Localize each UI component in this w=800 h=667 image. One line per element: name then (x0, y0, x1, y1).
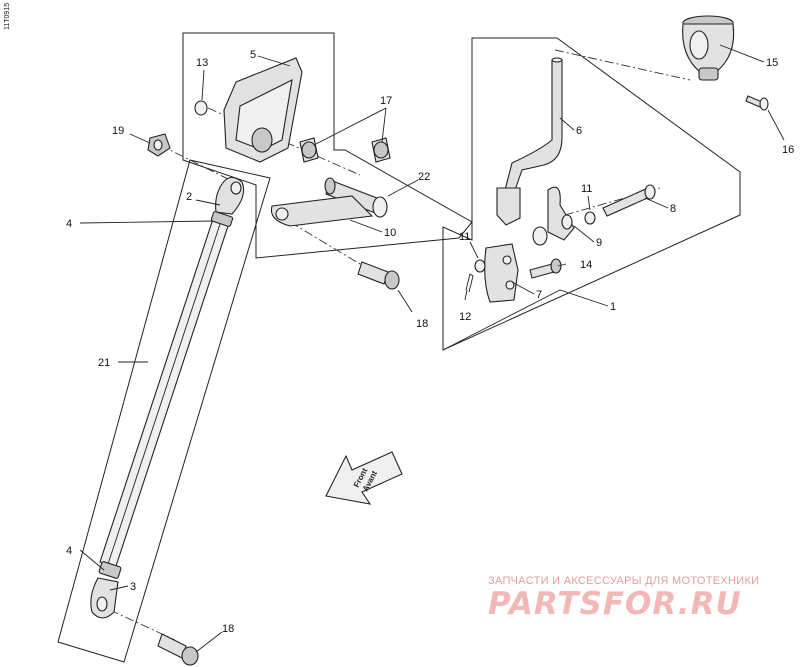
flange-nut-left (299, 137, 319, 163)
callout-5: 5 (250, 49, 256, 61)
callout-16: 16 (782, 144, 794, 156)
callout-18-lower: 18 (222, 623, 234, 635)
assembly-line-bracket (207, 107, 361, 176)
assembly-line-knob (554, 49, 691, 81)
callout-8: 8 (670, 203, 676, 215)
callout-19: 19 (112, 125, 124, 137)
callout-14: 14 (580, 259, 592, 271)
callout-7: 7 (536, 289, 542, 301)
cotter-pin (465, 273, 474, 293)
pivot-pin (602, 184, 656, 217)
jam-nut-lower (98, 561, 122, 579)
pivot-shaft (324, 177, 388, 218)
detent-plate (532, 186, 575, 246)
callout-22: 22 (418, 171, 430, 183)
shift-rod (99, 215, 231, 567)
frame-bracket-assembly (182, 32, 473, 259)
callout-3: 3 (130, 581, 136, 593)
flange-nut-right (371, 137, 391, 163)
hex-screw-upper (357, 261, 400, 290)
reference-code: 11T0915 (4, 3, 11, 30)
callout-17: 17 (380, 95, 392, 107)
callout-2: 2 (186, 191, 192, 203)
lever-bracket (223, 57, 303, 163)
callout-9: 9 (596, 237, 602, 249)
callout-4-upper: 4 (66, 218, 72, 230)
rod-end-lower (90, 577, 119, 619)
knob-screw (745, 95, 769, 111)
assembly-line-nut (159, 144, 231, 181)
frame-rod-assembly (57, 159, 271, 663)
callout-12: 12 (459, 311, 471, 323)
front-direction-arrow: Front Avant (325, 451, 403, 505)
shift-knob (682, 15, 735, 81)
callout-15: 15 (766, 57, 778, 69)
retaining-clip (194, 100, 208, 116)
callout-11-lower: 11 (459, 231, 470, 243)
shift-lever (496, 57, 563, 226)
callout-18-upper: 18 (416, 318, 428, 330)
callout-1: 1 (610, 301, 616, 313)
rod-end-upper (215, 176, 245, 215)
hex-screw-lower (157, 633, 199, 666)
lever-bolt (529, 258, 562, 279)
frame-shift-lever-assembly (442, 37, 741, 351)
callout-6: 6 (576, 125, 582, 137)
jam-nut-upper (210, 211, 234, 227)
callout-10: 10 (384, 227, 396, 239)
watermark-subtitle: ЗАПЧАСТИ И АКСЕССУАРЫ ДЛЯ МОТОТЕХНИКИ (488, 575, 759, 587)
leader-lines (79, 44, 785, 653)
callout-21: 21 (98, 357, 110, 369)
lock-nut (147, 133, 171, 157)
callout-4-lower: 4 (66, 545, 72, 557)
callout-13: 13 (196, 57, 208, 69)
link-arm (270, 195, 374, 227)
washer-upper (584, 211, 596, 225)
lever-base (484, 243, 519, 303)
watermark-logo: PARTSFOR.RU (488, 586, 742, 622)
washer-lower (474, 259, 486, 273)
callout-11-upper: 11 (581, 183, 592, 195)
